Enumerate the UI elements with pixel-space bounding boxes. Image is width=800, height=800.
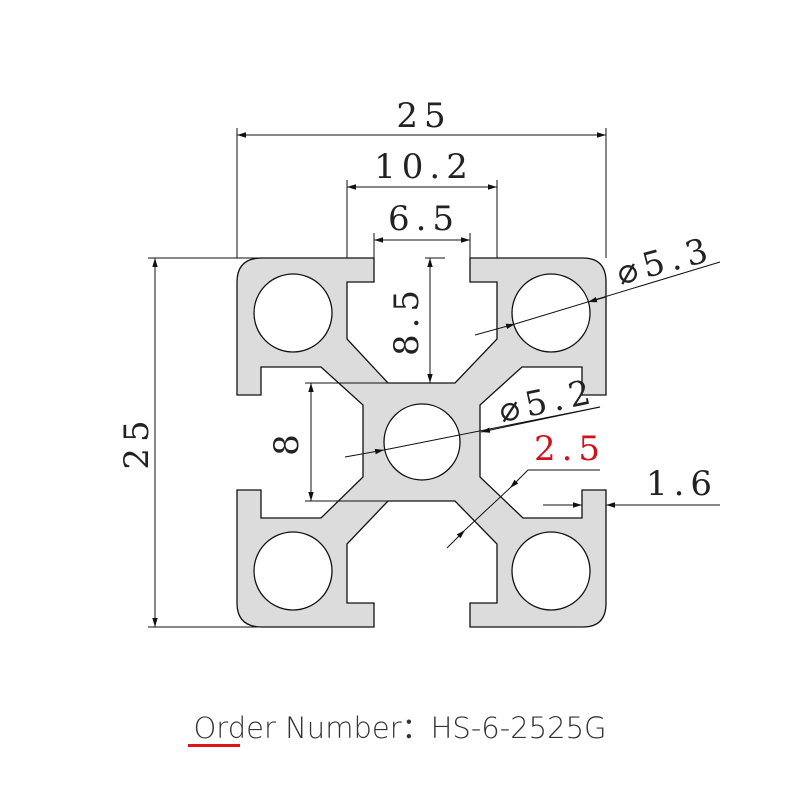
order-number-value: HS-6-2525G: [430, 711, 607, 745]
dim-overall-height: 25: [117, 414, 157, 469]
order-number: Order Number：HS-6-2525G: [0, 705, 800, 747]
dim-corner-hole: ⌀5.3: [612, 229, 718, 293]
dim-core-height: 8: [267, 428, 307, 456]
dim-overall-width: 25: [396, 96, 451, 136]
dim-slot-outer: 10.2: [374, 147, 474, 187]
dim-slot-opening: 6.5: [388, 199, 460, 239]
profile-outline: [236, 257, 607, 628]
dim-wall-thickness: 1.6: [646, 464, 718, 504]
dim-center-hole: ⌀5.2: [495, 371, 600, 431]
order-number-label: Order Number：: [193, 711, 431, 745]
dim-slot-depth: 8.5: [387, 284, 427, 356]
caption-underline: [188, 744, 240, 747]
dim-web-thickness: 2.5: [534, 429, 606, 469]
